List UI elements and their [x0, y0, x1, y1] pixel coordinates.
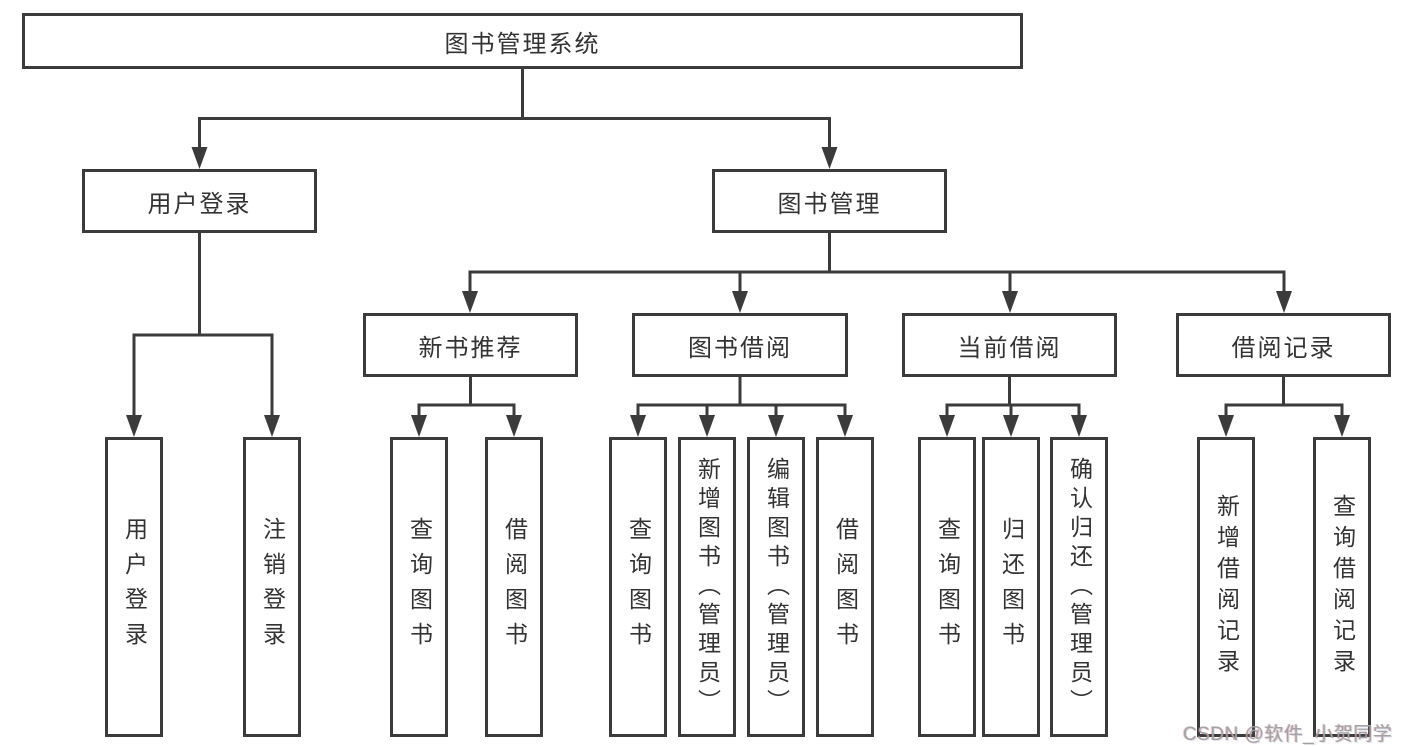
leaf-label: 查询借阅记录 [1329, 494, 1356, 680]
connector-user-login-to-leaves [126, 233, 280, 437]
node-current-borrow: 当前借阅 [902, 313, 1117, 377]
leaf-add-books-admin: 新增图书（管理员） [678, 437, 736, 737]
leaf-query-borrow-record: 查询借阅记录 [1313, 437, 1371, 737]
leaf-user-login: 用户登录 [105, 437, 163, 737]
leaf-label: 借阅图书 [832, 517, 859, 657]
leaf-label: 编辑图书（管理员） [763, 456, 790, 718]
node-book-borrow: 图书借阅 [632, 313, 848, 377]
connector-root-to-level2 [191, 69, 838, 169]
connector-book-borrow-to-leaves [630, 377, 853, 437]
leaf-edit-books-admin: 编辑图书（管理员） [747, 437, 805, 737]
leaf-label: 新增借阅记录 [1213, 494, 1240, 680]
node-book-management: 图书管理 [712, 169, 947, 233]
leaf-label: 归还图书 [998, 517, 1025, 657]
leaf-borrow-query-books: 查询图书 [609, 437, 667, 737]
leaf-label: 查询图书 [406, 517, 433, 657]
node-borrow-records: 借阅记录 [1176, 313, 1391, 377]
csdn-watermark: CSDN @软件_小贺同学 [1183, 724, 1393, 745]
leaf-label: 新增图书（管理员） [694, 456, 721, 718]
leaf-current-query-books: 查询图书 [918, 437, 976, 737]
node-user-login: 用户登录 [82, 169, 317, 233]
leaf-label: 借阅图书 [501, 517, 528, 657]
node-new-book-recommend: 新书推荐 [363, 313, 578, 377]
leaf-add-borrow-record: 新增借阅记录 [1197, 437, 1255, 737]
leaf-label: 确认归还（管理员） [1066, 456, 1093, 718]
leaf-logout: 注销登录 [243, 437, 301, 737]
connector-new-book-recommend-to-leaves [411, 377, 522, 437]
connector-current-borrow-to-leaves [939, 377, 1087, 437]
leaf-borrow-books: 借阅图书 [816, 437, 874, 737]
leaf-label: 注销登录 [259, 517, 286, 657]
leaf-recommend-borrow-books: 借阅图书 [485, 437, 543, 737]
leaf-return-books: 归还图书 [982, 437, 1040, 737]
connector-borrow-records-to-leaves [1218, 377, 1350, 437]
leaf-recommend-query-books: 查询图书 [390, 437, 448, 737]
leaf-label: 用户登录 [121, 517, 148, 657]
leaf-confirm-return-admin: 确认归还（管理员） [1050, 437, 1108, 737]
leaf-label: 查询图书 [934, 517, 961, 657]
node-root-system: 图书管理系统 [22, 13, 1023, 69]
connector-book-management-to-level3 [462, 233, 1292, 313]
leaf-label: 查询图书 [625, 517, 652, 657]
